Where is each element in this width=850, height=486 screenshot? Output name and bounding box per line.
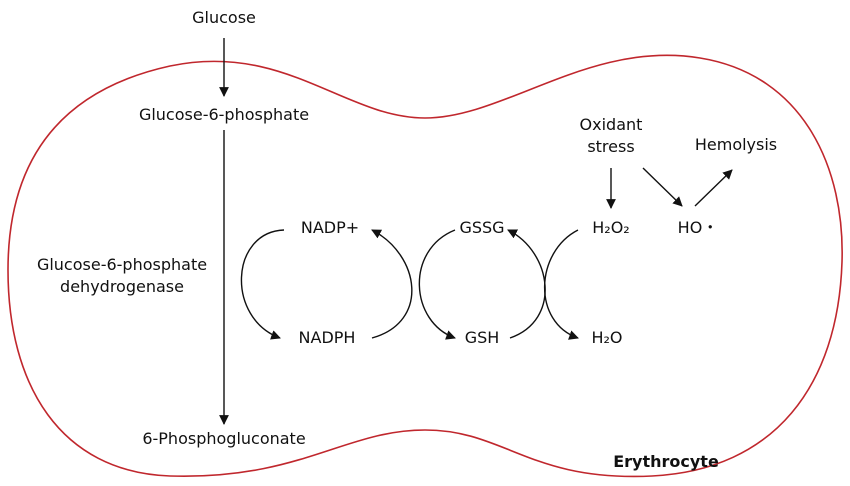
label-glucose: Glucose (192, 8, 256, 27)
ho-to-hemolysis-arrow (694, 169, 733, 207)
label-erythrocyte: Erythrocyte (613, 452, 719, 471)
label-g6pd-line1: Glucose-6-phosphate (37, 255, 207, 274)
label-6-phosphogluconate: 6-Phosphogluconate (142, 429, 305, 448)
label-gsh: GSH (465, 328, 500, 347)
oxidant-to-ho-arrow (642, 167, 683, 207)
label-h2o: H₂O (591, 328, 622, 347)
label-oxidant-line1: Oxidant (580, 115, 643, 134)
label-g6pd-line2: dehydrogenase (60, 277, 184, 296)
h2o2-to-h2o-arc (544, 229, 579, 340)
gssg-to-gsh-arc (418, 229, 456, 340)
nadp-reduction-arc (240, 229, 285, 340)
gsh-to-gssg-arc (507, 229, 546, 339)
label-nadp: NADP+ (301, 218, 359, 237)
label-hemolysis: Hemolysis (695, 135, 777, 154)
erythrocyte-membrane (7, 54, 843, 478)
label-nadph: NADPH (299, 328, 356, 347)
label-hydroxyl-radical: HO・ (678, 218, 719, 237)
label-gssg: GSSG (459, 218, 504, 237)
label-glucose-6-phosphate: Glucose-6-phosphate (139, 105, 309, 124)
nadph-to-nadp-arc (371, 229, 413, 339)
label-h2o2: H₂O₂ (592, 218, 629, 237)
label-oxidant-line2: stress (587, 137, 634, 156)
